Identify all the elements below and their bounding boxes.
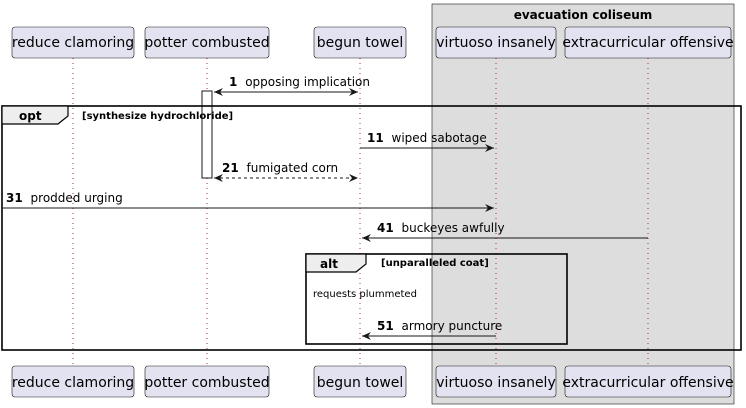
participant-reduce-clamoring-bottom[interactable]: reduce clamoring: [11, 365, 135, 398]
participant-extracurricular-offensive-bottom[interactable]: extracurricular offensive: [562, 365, 734, 398]
message-41: 41 buckeyes awfully: [362, 221, 648, 242]
fragment-opt-condition: [synthesize hydrochloride]: [82, 111, 233, 122]
message-text: wiped sabotage: [392, 131, 487, 145]
message-51: 51 armory puncture: [362, 319, 502, 340]
message-number: 1: [229, 75, 237, 89]
fragment-alt-keyword: alt: [320, 257, 338, 271]
participant-box-group: evacuation coliseum: [431, 3, 735, 405]
participant-label: extracurricular offensive: [562, 375, 733, 391]
message-31: 31 prodded urging: [2, 191, 494, 212]
svg-text:41 buckeyes awfully: 41 buckeyes awfully: [377, 221, 505, 235]
participant-label: virtuoso insanely: [436, 375, 555, 391]
participant-potter-combusted[interactable]: potter combusted: [144, 26, 270, 59]
participant-label: reduce clamoring: [12, 375, 134, 391]
svg-text:31 prodded urging: 31 prodded urging: [6, 191, 123, 205]
message-text: armory puncture: [402, 319, 503, 333]
fragment-opt-keyword: opt: [19, 109, 42, 123]
participant-begun-towel-bottom[interactable]: begun towel: [313, 365, 407, 398]
participant-extracurricular-offensive[interactable]: extracurricular offensive: [562, 26, 734, 59]
message-number: 21: [222, 161, 239, 175]
fragment-opt: opt [synthesize hydrochloride]: [1, 105, 742, 351]
svg-text:21 fumigated corn: 21 fumigated corn: [222, 161, 338, 175]
participant-label: extracurricular offensive: [562, 35, 733, 51]
fragment-alt: alt [unparalleled coat]: [305, 253, 568, 345]
participant-virtuoso-insanely-bottom[interactable]: virtuoso insanely: [435, 365, 557, 398]
svg-text:51 armory puncture: 51 armory puncture: [377, 319, 502, 333]
message-1: 1 opposing implication: [214, 75, 370, 96]
participant-label: potter combusted: [144, 375, 269, 391]
message-text: fumigated corn: [247, 161, 339, 175]
message-21: 21 fumigated corn: [214, 161, 358, 182]
participant-heads-top: reduce clamoring potter combusted begun …: [11, 26, 734, 59]
message-text: buckeyes awfully: [402, 221, 505, 235]
participant-label: reduce clamoring: [12, 35, 134, 51]
message-text: opposing implication: [245, 75, 370, 89]
participant-virtuoso-insanely[interactable]: virtuoso insanely: [435, 26, 557, 59]
message-11: 11 wiped sabotage: [360, 131, 494, 152]
participant-label: virtuoso insanely: [436, 35, 555, 51]
fragment-alt-condition: [unparalleled coat]: [381, 258, 489, 269]
message-number: 11: [367, 131, 384, 145]
box-title: evacuation coliseum: [514, 8, 653, 22]
participant-label: begun towel: [317, 375, 404, 391]
note-text: requests plummeted: [313, 289, 417, 300]
svg-text:11 wiped sabotage: 11 wiped sabotage: [367, 131, 487, 145]
participant-label: begun towel: [317, 35, 404, 51]
participant-reduce-clamoring[interactable]: reduce clamoring: [11, 26, 135, 59]
participant-begun-towel[interactable]: begun towel: [313, 26, 407, 59]
message-number: 31: [6, 191, 23, 205]
participant-heads-bottom: reduce clamoring potter combusted begun …: [11, 365, 734, 398]
message-number: 41: [377, 221, 394, 235]
message-number: 51: [377, 319, 394, 333]
message-text: prodded urging: [31, 191, 123, 205]
svg-text:1 opposing implication: 1 opposing implication: [229, 75, 370, 89]
participant-potter-combusted-bottom[interactable]: potter combusted: [144, 365, 270, 398]
activation-bar: [201, 90, 213, 179]
participant-label: potter combusted: [144, 35, 269, 51]
